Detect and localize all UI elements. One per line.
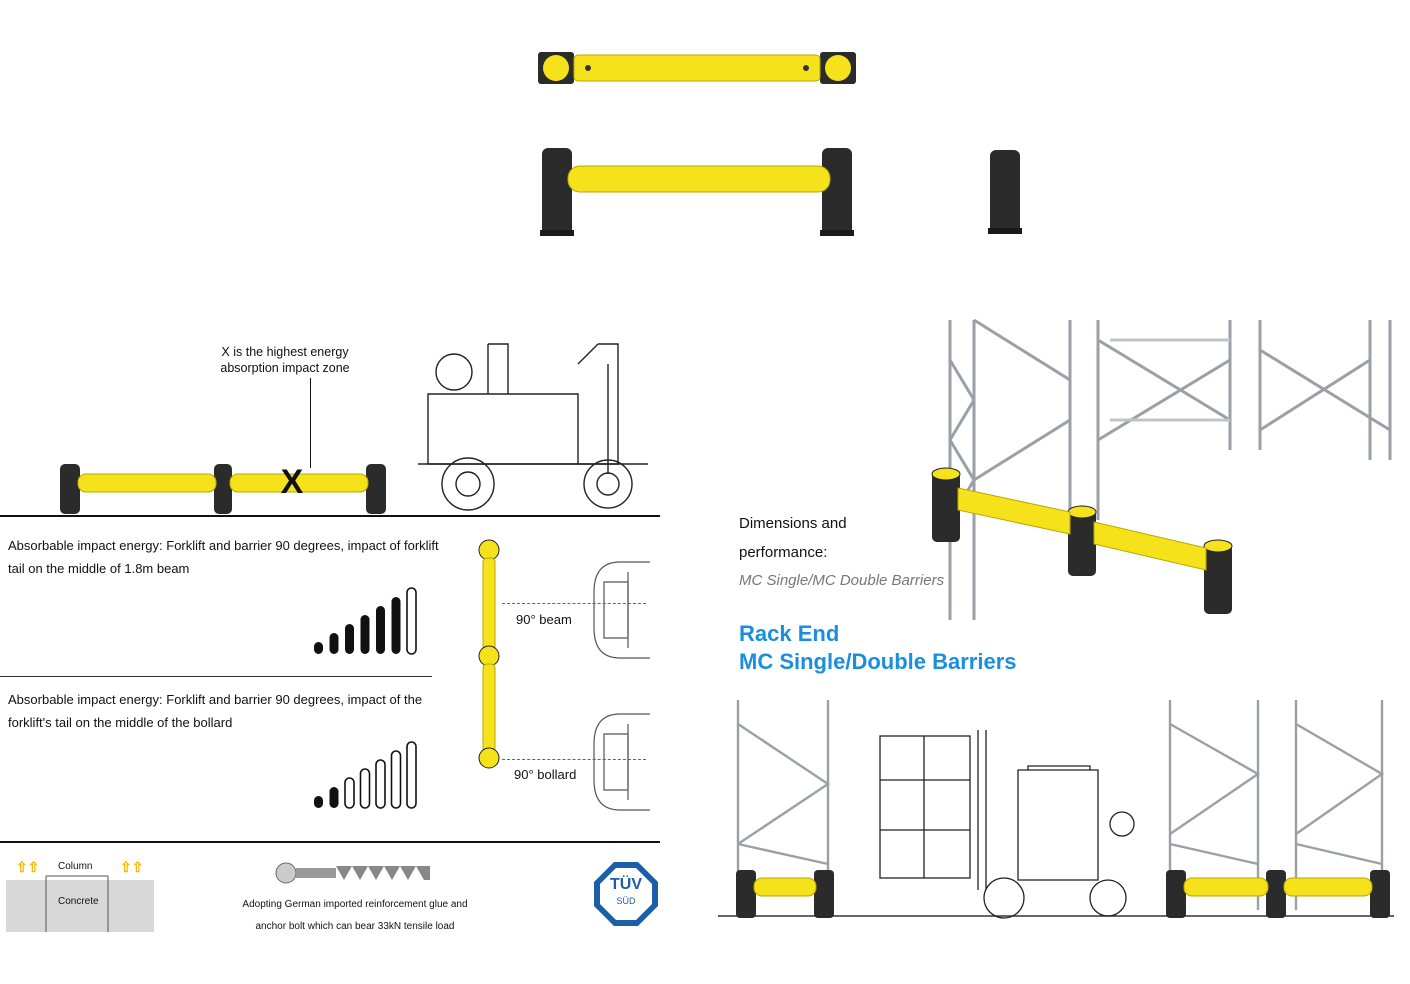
dimensions-heading: Dimensions and performance: <box>739 509 847 567</box>
energy-bar-4 <box>359 768 371 809</box>
impact-zone-pointer <box>310 378 311 468</box>
product-title-line1: Rack End <box>739 621 840 646</box>
divider-line-2 <box>0 841 660 843</box>
product-title: Rack End MC Single/Double Barriers <box>739 620 1017 676</box>
beam-test-text-line1: Absorbable impact energy: Forklift and b… <box>8 538 439 553</box>
concrete-label: Concrete <box>58 896 99 907</box>
impact-zone-label-line2: absorption impact zone <box>220 361 350 375</box>
impact-x-mark: X <box>280 463 304 501</box>
rack-barrier-render <box>928 462 1246 622</box>
bollard-impact-line <box>502 759 646 760</box>
top-view-render <box>538 50 858 86</box>
forklift-tail-outline-1 <box>590 560 650 660</box>
forklift-outline-right <box>878 730 1140 920</box>
energy-bar-2 <box>329 787 339 808</box>
dimensions-line2: performance: <box>739 544 828 561</box>
bollard-test-text-line1: Absorbable impact energy: Forklift and b… <box>8 692 423 707</box>
tuv-cert-badge: TÜV SÜD <box>594 862 658 926</box>
anchor-text-line1: Adopting German imported reinforcement g… <box>242 899 468 910</box>
energy-bar-7 <box>406 587 417 655</box>
product-title-line2: MC Single/Double Barriers <box>739 649 1017 674</box>
bollard-test-text: Absorbable impact energy: Forklift and b… <box>8 688 458 734</box>
impact-zone-label: X is the highest energy absorption impac… <box>200 344 370 376</box>
energy-bar-3 <box>344 777 355 809</box>
energy-bar-5 <box>376 606 385 654</box>
anchor-text-line2: anchor bolt which can bear 33kN tensile … <box>255 921 455 932</box>
svg-text:⇧⇧: ⇧⇧ <box>120 859 143 875</box>
rack-scene-barriers <box>734 868 1394 920</box>
impact-zone-label-line1: X is the highest energy <box>221 345 349 359</box>
energy-bar-3 <box>345 624 354 654</box>
beam-energy-gauge <box>314 584 424 656</box>
energy-bar-6 <box>391 597 401 654</box>
svg-text:⇧⇧: ⇧⇧ <box>16 859 39 875</box>
tuv-badge-line1: TÜV <box>610 876 642 893</box>
divider-line-thin <box>0 676 432 677</box>
bollard-energy-bars <box>314 741 417 809</box>
energy-bar-6 <box>390 750 402 809</box>
tuv-badge-line2: SÜD <box>616 896 636 906</box>
divider-line-1 <box>0 515 660 517</box>
barrier-top-view-vertical <box>474 538 504 770</box>
beam-test-text: Absorbable impact energy: Forklift and b… <box>8 534 458 580</box>
beam-impact-line <box>502 603 646 604</box>
product-subtitle: MC Single/MC Double Barriers <box>739 572 945 589</box>
energy-bar-1 <box>314 796 323 808</box>
beam-energy-bars <box>314 587 417 655</box>
energy-bar-7 <box>406 741 417 809</box>
energy-bar-4 <box>360 615 370 654</box>
anchor-text: Adopting German imported reinforcement g… <box>230 894 480 938</box>
concrete-diagram: ⇧⇧ ⇧⇧ <box>6 856 154 932</box>
energy-bar-5 <box>375 759 386 809</box>
beam-angle-label: 90° beam <box>516 612 572 627</box>
anchor-bolt-icon <box>272 860 434 886</box>
bollard-render <box>988 148 1022 236</box>
dimensions-line1: Dimensions and <box>739 515 847 532</box>
beam-test-text-line2: tail on the middle of 1.8m beam <box>8 561 190 576</box>
bollard-energy-gauge <box>314 738 424 810</box>
barrier-side-view <box>56 462 392 516</box>
front-view-render <box>540 146 856 238</box>
forklift-outline-left <box>418 334 648 514</box>
column-label: Column <box>58 861 93 872</box>
forklift-tail-outline-2 <box>590 712 650 812</box>
bollard-test-text-line2: forklift's tail on the middle of the bol… <box>8 715 233 730</box>
energy-bar-2 <box>329 633 339 654</box>
bollard-angle-label: 90° bollard <box>514 767 577 782</box>
energy-bar-1 <box>314 642 323 654</box>
